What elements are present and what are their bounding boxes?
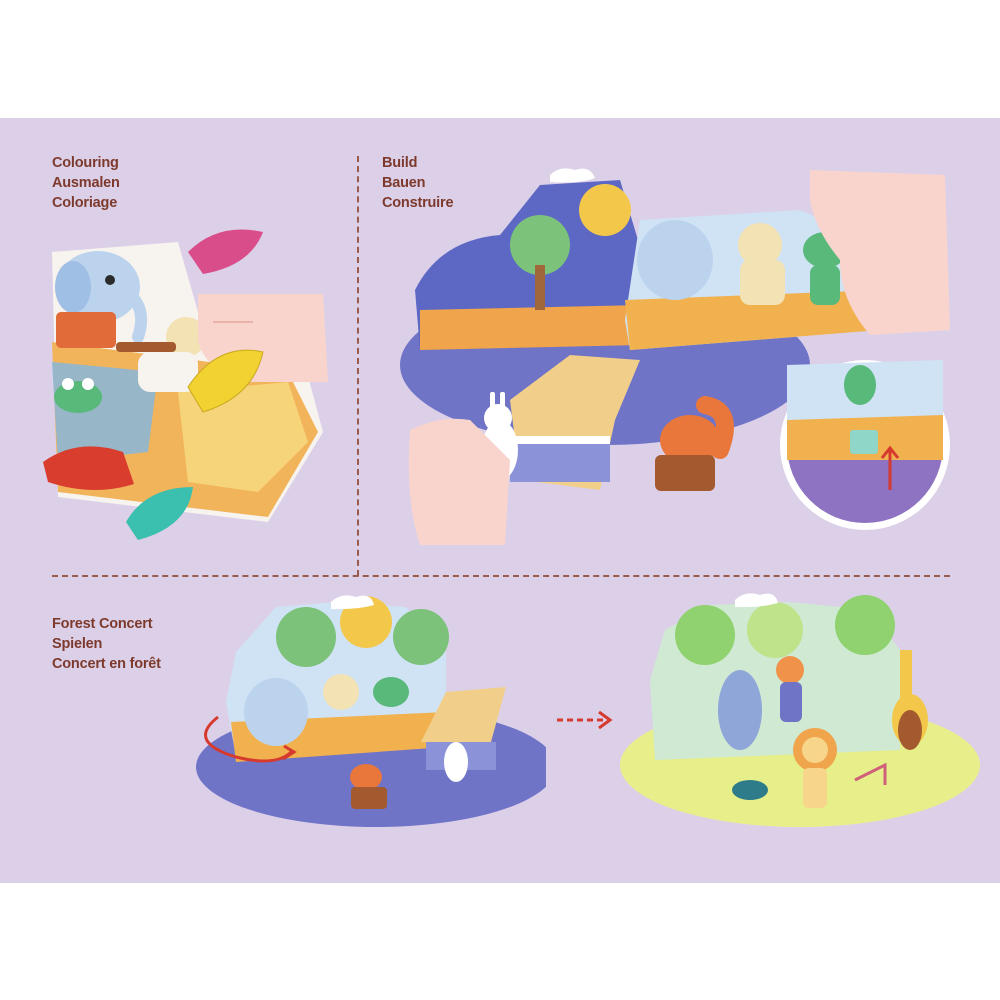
build-illustration [400, 160, 965, 555]
leaf-crayon-teal [126, 487, 193, 540]
scene-backdrop [226, 595, 449, 762]
back-panel-right [625, 210, 880, 350]
finished-scene-illustration [610, 590, 985, 835]
colouring-illustration [38, 222, 338, 547]
piano-piece [421, 687, 506, 782]
piano-piece [510, 355, 640, 490]
caption-line-de: Ausmalen [52, 175, 120, 191]
right-arrow-icon [553, 708, 615, 732]
rotate-arrow-icon [204, 715, 293, 763]
caption-line-de: Bauen [382, 175, 426, 191]
up-arrow-icon [880, 445, 900, 490]
rhino-figure [718, 670, 762, 750]
frog-figure [54, 378, 102, 413]
forest-concert-caption: Forest Concert Spielen Concert en forêt [52, 614, 161, 674]
music-note-icon [854, 762, 887, 785]
caption-line-en: Forest Concert [52, 616, 153, 632]
caption-line-de: Spielen [52, 636, 103, 652]
cushion-prop [732, 780, 768, 800]
leaf-crayon-yellow [187, 349, 264, 413]
leaf-crayon-magenta [188, 229, 263, 274]
caption-line-fr: Concert en forêt [52, 656, 161, 672]
colouring-caption: Colouring Ausmalen Coloriage [52, 153, 120, 213]
tiger-figure [776, 656, 804, 722]
squirrel-figure [655, 396, 734, 491]
hand-icon [408, 418, 510, 545]
vertical-divider [357, 156, 359, 576]
giraffe-figure [892, 650, 928, 750]
caption-line-en: Colouring [52, 155, 119, 171]
leaf-crayon-red [43, 446, 134, 491]
build-caption: Build Bauen Construire [382, 153, 454, 213]
squirrel-figure [350, 764, 387, 809]
lion-figure [793, 728, 837, 808]
caption-line-fr: Construire [382, 195, 454, 211]
scene-backdrop [650, 593, 900, 760]
caption-line-fr: Coloriage [52, 195, 118, 211]
hand-icon [810, 170, 950, 335]
horizontal-divider [52, 575, 950, 577]
back-panel-left [415, 168, 650, 350]
bear-figure [116, 317, 206, 392]
caption-line-en: Build [382, 155, 418, 171]
forest-concert-illustration [176, 592, 546, 838]
elephant-figure [55, 251, 147, 348]
zoom-detail-circle [780, 360, 950, 530]
